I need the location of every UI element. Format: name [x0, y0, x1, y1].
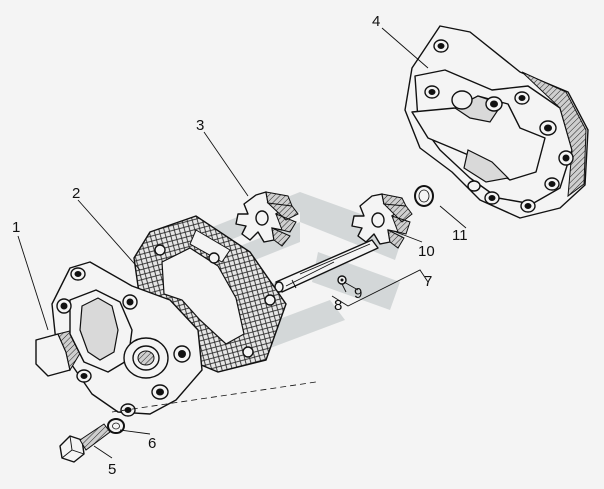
callout-3: 3 — [196, 117, 204, 134]
callout-9: 9 — [354, 285, 362, 302]
pump-cover — [35, 261, 203, 417]
callout-1: 1 — [12, 219, 20, 236]
driven-gear — [351, 193, 413, 249]
callout-5: 5 — [108, 461, 116, 478]
bolt — [59, 423, 111, 463]
callout-10: 10 — [418, 243, 435, 260]
callout-2: 2 — [72, 185, 80, 202]
callout-11: 11 — [452, 227, 468, 244]
drive-gear — [235, 191, 299, 247]
leader-lines — [17, 27, 467, 459]
pump-body — [404, 25, 589, 219]
callout-7: 7 — [424, 273, 432, 290]
callouts: 1 2 3 4 5 6 7 8 9 10 11 — [12, 13, 468, 478]
callout-8: 8 — [334, 297, 342, 314]
washer — [107, 418, 125, 434]
callout-6: 6 — [148, 435, 156, 452]
assembly-axis-line — [111, 381, 317, 413]
retaining-ring — [414, 185, 434, 207]
callout-4: 4 — [372, 13, 380, 30]
